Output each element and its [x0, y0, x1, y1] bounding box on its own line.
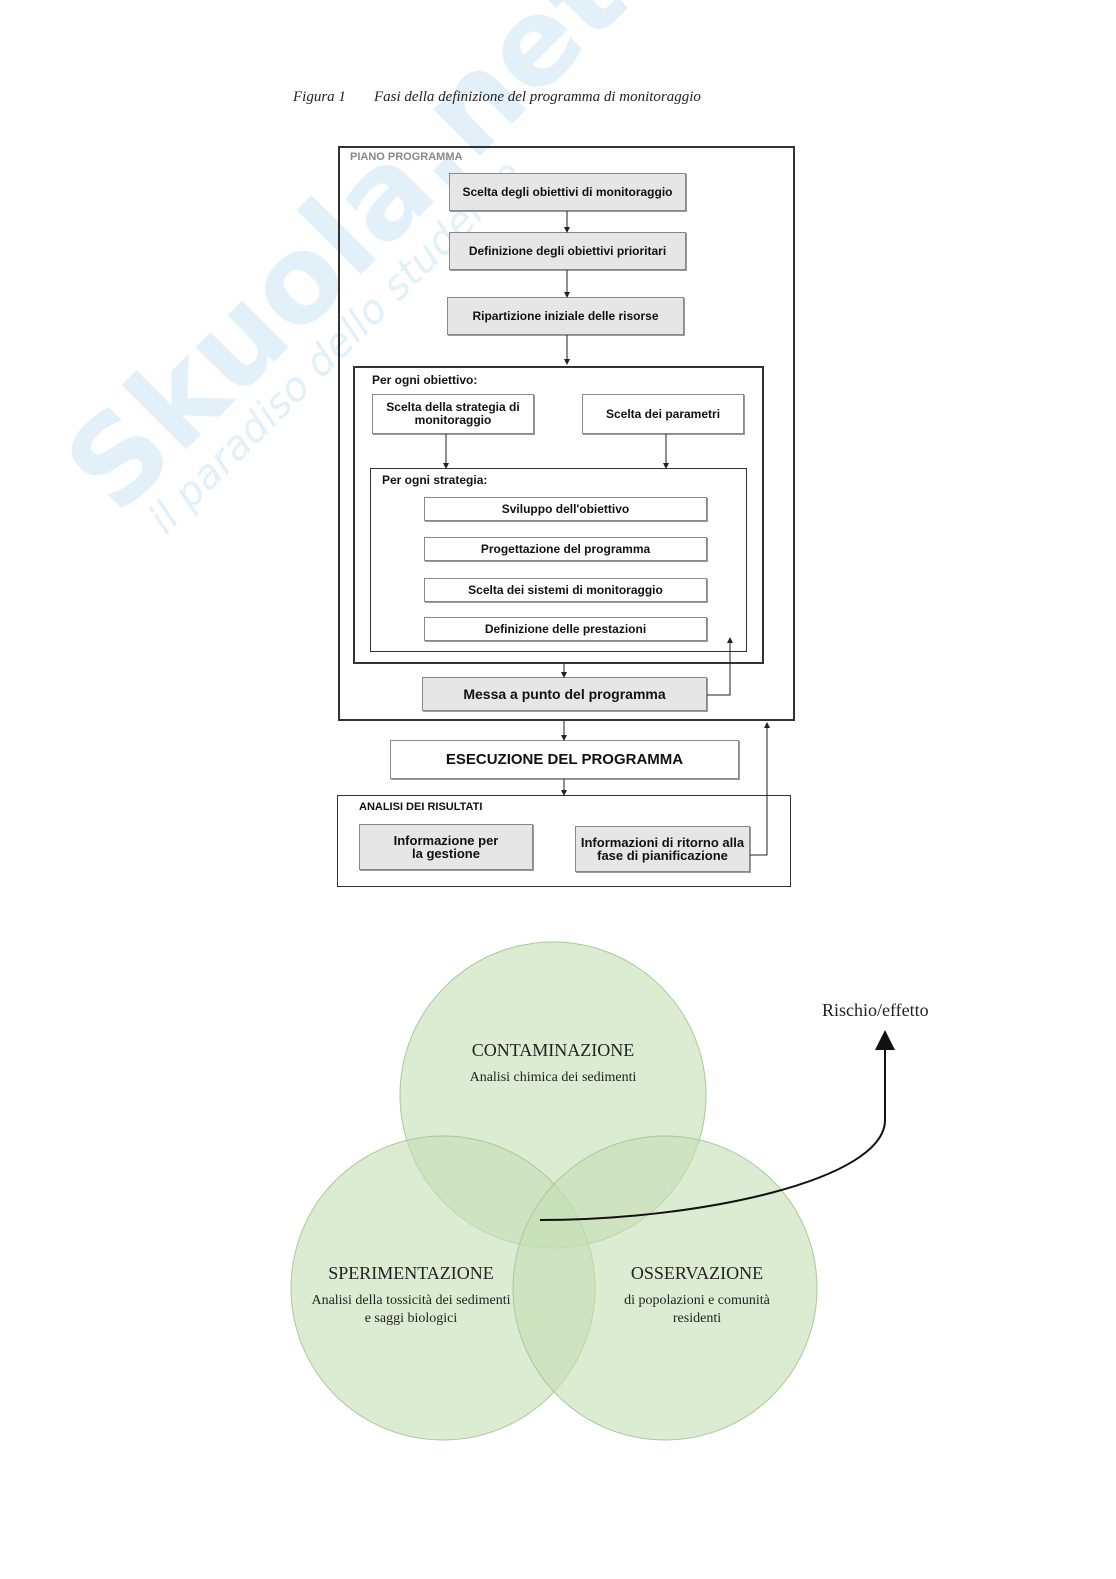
per-strategia-heading: Per ogni strategia:: [382, 473, 488, 487]
venn-left-label: SPERIMENTAZIONE Analisi della tossicità …: [311, 1263, 511, 1328]
strategia-item: Scelta dei sistemi di monitoraggio: [424, 578, 707, 602]
flow-arrows: [443, 211, 770, 856]
strategia-item: Definizione delle prestazioni: [424, 617, 707, 641]
venn-circles: [290, 941, 818, 1441]
analisi-left-box: Informazione per la gestione: [359, 824, 533, 870]
flow-step-2: Definizione degli obiettivi prioritari: [449, 232, 686, 270]
per-obiettivo-heading: Per ogni obiettivo:: [372, 373, 478, 387]
venn-right-label: OSSERVAZIONE di popolazioni e comunità r…: [600, 1263, 794, 1328]
venn-circle-right: [512, 1135, 818, 1441]
params-box: Scelta dei parametri: [582, 394, 744, 434]
piano-programma-frame: [338, 146, 795, 721]
risk-effect-label: Rischio/effetto: [822, 1000, 929, 1020]
analisi-heading: ANALISI DEI RISULTATI: [359, 801, 483, 813]
venn-right-subtitle: di popolazioni e comunità residenti: [624, 1293, 770, 1326]
strategia-item: Sviluppo dell'obiettivo: [424, 497, 707, 521]
flow-step-1: Scelta degli obiettivi di monitoraggio: [449, 173, 686, 211]
venn-top-subtitle: Analisi chimica dei sedimenti: [469, 1070, 637, 1085]
per-strategia-frame: [370, 468, 747, 652]
venn-left-subtitle: Analisi della tossicità dei sedimenti e …: [311, 1293, 511, 1326]
venn-top-title: CONTAMINAZIONE: [471, 1040, 635, 1060]
figure-title: Fasi della definizione del programma di …: [374, 89, 701, 105]
figure-label: Figura 1: [293, 89, 346, 105]
analisi-right-box: Informazioni di ritorno alla fase di pia…: [575, 826, 750, 872]
venn-left-title: SPERIMENTAZIONE: [328, 1263, 494, 1283]
venn-right-title: OSSERVAZIONE: [630, 1263, 764, 1283]
per-obiettivo-frame: [353, 366, 764, 664]
strategy-box: Scelta della strategia di monitoraggio: [372, 394, 534, 434]
venn-top-label: CONTAMINAZIONE Analisi chimica dei sedim…: [403, 1040, 703, 1087]
piano-programma-heading: PIANO PROGRAMMA: [350, 151, 463, 163]
risk-effect-arrow: [539, 1030, 895, 1221]
strategia-item: Progettazione del programma: [424, 537, 707, 561]
